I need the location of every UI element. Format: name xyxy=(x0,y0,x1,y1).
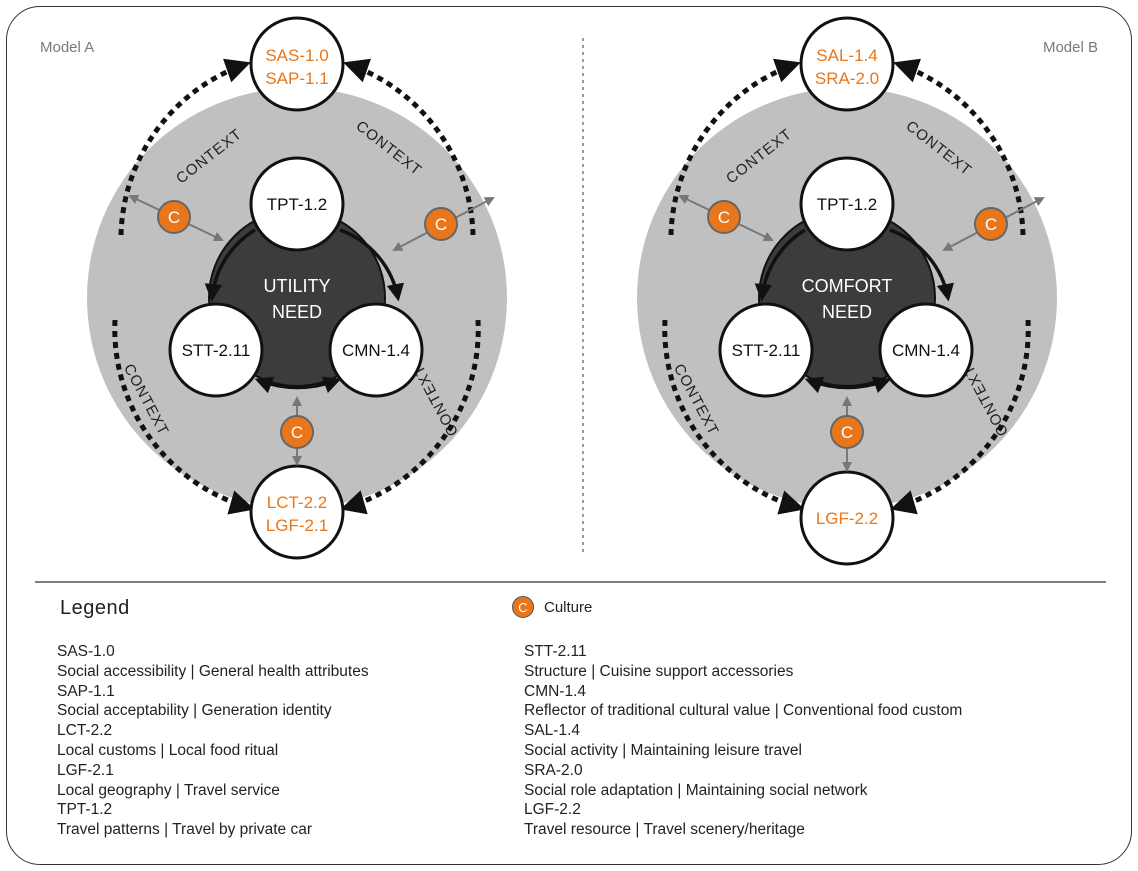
node-bottom-outer-line1: LGF-2.2 xyxy=(816,509,878,528)
node-stt xyxy=(718,302,814,398)
context-arc-top-left xyxy=(668,58,801,236)
legend-code: CMN-1.4 xyxy=(524,682,587,700)
need-label-line2: NEED xyxy=(822,302,872,322)
culture-badge xyxy=(830,415,864,449)
legend-description: Social acceptability | Generation identi… xyxy=(57,702,332,720)
legend-code: LGF-2.2 xyxy=(524,801,581,819)
legend-description: Social activity | Maintaining leisure tr… xyxy=(524,741,802,759)
node-top-outer-line2: SAP-1.1 xyxy=(265,69,328,88)
legend-description: Travel patterns | Travel by private car xyxy=(57,821,312,839)
node-tpt xyxy=(799,156,895,252)
legend-code: SRA-2.0 xyxy=(524,761,583,779)
legend-description: Local geography | Travel service xyxy=(57,781,280,799)
need-arrow-bottom xyxy=(254,376,342,394)
legend-code: LCT-2.2 xyxy=(57,722,113,740)
need-arrow-bottom xyxy=(804,376,892,394)
need-label-line1: UTILITY xyxy=(263,276,330,296)
node-cmn xyxy=(328,302,424,398)
culture-label: Culture xyxy=(544,598,593,616)
context-arc-bottom-right xyxy=(890,319,1031,515)
node-stt xyxy=(168,302,264,398)
node-bottom-outer xyxy=(799,470,895,566)
node-cmn-label: CMN-1.4 xyxy=(892,341,960,360)
need-arrow-right xyxy=(339,228,404,302)
node-stt-label: STT-2.11 xyxy=(732,341,801,360)
culture-badge xyxy=(280,415,314,449)
culture-badge: C xyxy=(512,596,534,618)
context-arc-bottom-left xyxy=(112,319,255,515)
culture-badge-label: C xyxy=(168,208,180,227)
legend-code: STT-2.11 xyxy=(524,643,587,660)
node-bottom-outer xyxy=(249,464,345,560)
culture-badge-label: C xyxy=(841,423,853,442)
models-diagram: Model A CONTEXT CONTEXT CONTEXT CONTEXT … xyxy=(35,16,1106,583)
legend-code: SAS-1.0 xyxy=(57,643,115,660)
node-top-outer-line2: SRA-2.0 xyxy=(815,69,879,88)
culture-badge-label: C xyxy=(291,423,303,442)
node-bottom-outer-line2: LGF-2.1 xyxy=(266,516,328,535)
context-arc-bottom-left xyxy=(662,319,805,515)
need-arrow-left xyxy=(204,228,256,302)
context-arc-top-right xyxy=(893,58,1026,236)
legend-description: Travel resource | Travel scenery/heritag… xyxy=(524,821,805,839)
node-tpt xyxy=(249,156,345,252)
legend-title: Legend xyxy=(60,597,130,619)
culture-badge xyxy=(424,207,458,241)
node-top-outer xyxy=(799,16,895,112)
node-stt-label: STT-2.11 xyxy=(182,341,251,360)
legend-description: Social accessibility | General health at… xyxy=(57,662,369,680)
legend-description: Structure | Cuisine support accessories xyxy=(524,662,794,680)
culture-badge-label: C xyxy=(435,215,447,234)
legend-description: Reflector of traditional cultural value … xyxy=(524,702,963,720)
need-arrow-left xyxy=(754,228,806,302)
culture-badge xyxy=(157,200,191,234)
culture-badge xyxy=(707,200,741,234)
legend-description: Social role adaptation | Maintaining soc… xyxy=(524,781,868,799)
node-bottom-outer-line1: LCT-2.2 xyxy=(267,493,327,512)
legend-left-column: SAS-1.0 Social accessibility | General h… xyxy=(57,642,369,840)
need-arrow-right xyxy=(889,228,954,302)
model-b-label: Model B xyxy=(1043,39,1098,56)
node-cmn xyxy=(878,302,974,398)
node-tpt-label: TPT-1.2 xyxy=(817,195,877,214)
node-top-outer-line1: SAL-1.4 xyxy=(816,46,877,65)
model-a: Model A CONTEXT CONTEXT CONTEXT CONTEXT … xyxy=(40,16,507,560)
context-arc-bottom-right xyxy=(340,319,481,515)
figure-frame xyxy=(6,6,1132,865)
need-label-line1: COMFORT xyxy=(802,276,893,296)
context-arc-top-right xyxy=(343,58,476,236)
legend-right-column: STT-2.11 Structure | Cuisine support acc… xyxy=(524,642,962,840)
culture-badge-label: C xyxy=(985,215,997,234)
node-tpt-label: TPT-1.2 xyxy=(267,195,327,214)
legend-code: TPT-1.2 xyxy=(57,801,113,819)
legend-code: SAP-1.1 xyxy=(57,682,115,700)
culture-badge xyxy=(974,207,1008,241)
culture-badge-label: C xyxy=(718,208,730,227)
node-cmn-label: CMN-1.4 xyxy=(342,341,410,360)
need-label-line2: NEED xyxy=(272,302,322,322)
model-b: Model B CONTEXT CONTEXT CONTEXT CONTEXT … xyxy=(637,16,1098,566)
model-a-label: Model A xyxy=(40,39,94,56)
node-top-outer xyxy=(249,16,345,112)
legend-description: Local customs | Local food ritual xyxy=(57,741,279,759)
legend-code: SAL-1.4 xyxy=(524,722,581,740)
legend-code: LGF-2.1 xyxy=(57,761,114,779)
node-top-outer-line1: SAS-1.0 xyxy=(265,46,328,65)
context-arc-top-left xyxy=(118,58,251,236)
culture-key: C Culture xyxy=(512,596,592,618)
